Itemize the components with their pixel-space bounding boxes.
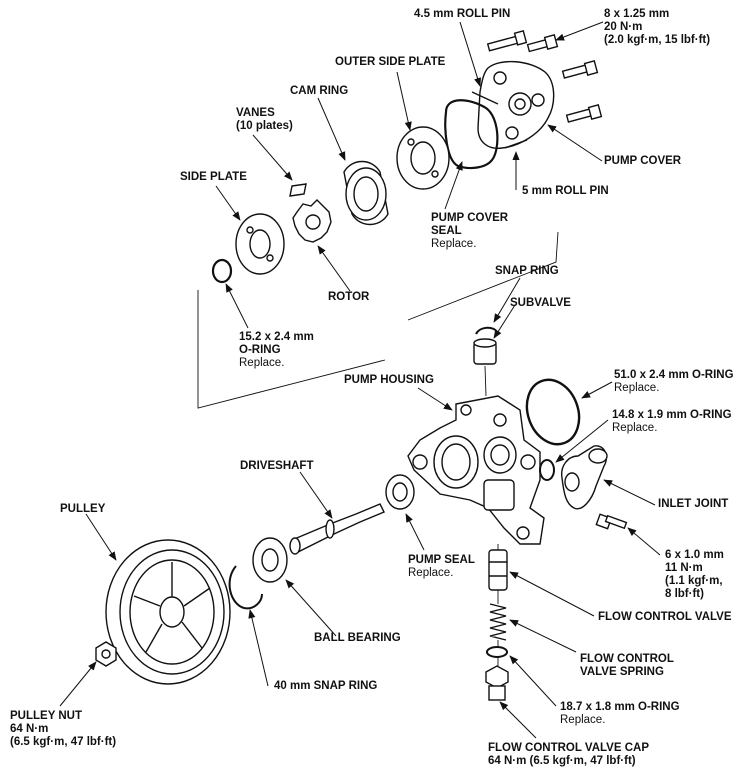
leader-lines — [59, 21, 661, 739]
label-side-plate: SIDE PLATE — [180, 171, 247, 183]
label-driveshaft: DRIVESHAFT — [240, 460, 314, 472]
flow-control-valve-spring — [489, 603, 507, 641]
leader-snap-ring — [493, 277, 521, 323]
leader-ball-bearing — [285, 579, 337, 637]
subvalve — [473, 338, 497, 365]
label-inlet-joint: INLET JOINT — [658, 498, 729, 510]
bolt-8x1-25-a — [486, 30, 528, 52]
o-ring-51-0x2-4 — [525, 378, 581, 446]
label-bolt-6x1-0: 6 x 1.0 mm 11 N·m (1.1 kgf·m, 8 lbf·ft) — [665, 549, 724, 600]
leader-snap-ring-40 — [248, 609, 269, 687]
label-cam-ring: CAM RING — [290, 85, 349, 97]
pump-cover-seal — [444, 99, 499, 170]
flow-control-valve-cap — [485, 665, 509, 701]
leader-pump-cover — [547, 124, 603, 162]
label-outer-side-plate: OUTER SIDE PLATE — [335, 56, 446, 68]
o-ring-15-2x2-4 — [211, 258, 233, 284]
label-pump-cover-seal: PUMP COVER SEAL Replace. — [431, 212, 509, 250]
label-flow-control-valve-cap: FLOW CONTROL VALVE CAP 64 N·m (6.5 kgf·m… — [488, 742, 649, 767]
leader-driveshaft — [299, 471, 333, 519]
leader-rotor — [317, 245, 351, 292]
label-subvalve: SUBVALVE — [510, 297, 571, 309]
roll-pin-4-5mm — [471, 91, 499, 105]
pulley — [105, 539, 231, 685]
label-roll-pin-5mm: 5 mm ROLL PIN — [522, 185, 609, 197]
label-flow-control-valve-spring: FLOW CONTROL VALVE SPRING — [580, 653, 674, 678]
snap-ring — [475, 326, 498, 335]
label-pulley-nut: PULLEY NUT 64 N·m (6.5 kgf·m, 47 lbf·ft) — [10, 710, 117, 748]
leader-pump-housing — [417, 387, 453, 411]
leader-pump-cover-seal — [444, 161, 463, 210]
leader-roll-pin-4-5 — [459, 21, 482, 87]
ball-bearing — [252, 537, 288, 583]
leader-o-ring-14-8 — [555, 419, 609, 463]
driveshaft — [289, 503, 385, 555]
label-o-ring-18-7x1-8: 18.7 x 1.8 mm O-RING Replace. — [560, 701, 680, 726]
cam-ring — [343, 160, 389, 226]
leader-cam-ring — [317, 97, 346, 161]
leader-pulley — [85, 513, 117, 561]
leader-flow-control-valve — [509, 571, 595, 617]
pump-cover — [477, 60, 555, 149]
outer-side-plate — [396, 126, 450, 190]
bolt-8x1-25-b — [526, 34, 559, 53]
leader-flow-control-valve-cap — [499, 701, 537, 739]
label-o-ring-51-0x2-4: 51.0 x 2.4 mm O-RING Replace. — [614, 369, 734, 394]
label-pulley: PULLEY — [60, 503, 106, 515]
leader-inlet-joint — [603, 479, 656, 506]
leader-subvalve — [493, 304, 516, 339]
leader-pulley-nut — [59, 661, 97, 707]
side-plate — [235, 213, 285, 275]
leader-side-plate — [215, 185, 241, 221]
leader-flow-control-valve-spring — [509, 619, 577, 653]
label-snap-ring-40mm: 40 mm SNAP RING — [274, 680, 378, 692]
bolt-8x1-25-d — [565, 104, 603, 123]
label-o-ring-15-2x2-4: 15.2 x 2.4 mm O-RING Replace. — [239, 331, 314, 369]
label-pump-cover: PUMP COVER — [604, 155, 682, 167]
inlet-joint — [561, 445, 608, 510]
vanes — [289, 183, 307, 197]
leader-o-ring-51-0 — [581, 381, 613, 399]
bolt-8x1-25-c — [561, 60, 599, 79]
flow-control-valve — [488, 549, 508, 591]
leader-o-ring-15-2 — [225, 283, 249, 329]
leader-pump-seal — [405, 513, 425, 551]
label-snap-ring: SNAP RING — [495, 265, 559, 277]
roll-pin-5mm — [504, 139, 528, 149]
pump-seal — [385, 474, 415, 510]
label-ball-bearing: BALL BEARING — [314, 632, 401, 644]
label-bolt-8x1-25: 8 x 1.25 mm 20 N·m (2.0 kgf·m, 15 lbf·ft… — [604, 8, 711, 46]
assembly-alignment-lines — [197, 231, 559, 666]
label-flow-control-valve: FLOW CONTROL VALVE — [598, 611, 732, 623]
snap-ring-40mm — [228, 565, 263, 610]
label-vanes: VANES (10 plates) — [236, 107, 293, 132]
leader-outer-side-plate — [396, 71, 412, 131]
rotor — [292, 199, 332, 243]
label-pump-seal: PUMP SEAL Replace. — [408, 554, 475, 579]
bolt-6x1-0 — [595, 513, 628, 530]
label-roll-pin-4-5mm: 4.5 mm ROLL PIN — [414, 8, 511, 20]
o-ring-18-7x1-8 — [486, 646, 508, 658]
o-ring-14-8x1-9 — [539, 459, 555, 481]
label-pump-housing: PUMP HOUSING — [344, 374, 434, 386]
leader-vanes — [252, 134, 293, 181]
leader-bolt-6 — [627, 527, 661, 556]
label-rotor: ROTOR — [328, 291, 370, 303]
pump-housing — [407, 395, 545, 545]
label-o-ring-14-8x1-9: 14.8 x 1.9 mm O-RING Replace. — [612, 409, 732, 434]
pulley-nut — [95, 641, 117, 667]
leader-o-ring-18-7 — [509, 655, 557, 707]
leader-bolt-8 — [555, 21, 604, 41]
